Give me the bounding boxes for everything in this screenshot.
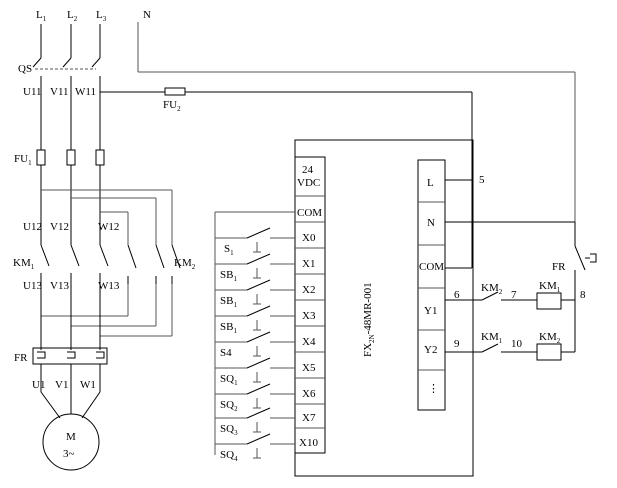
contactor-km1-contacts: KM1: [13, 244, 109, 350]
control-fuse-fu2: FU2: [100, 87, 473, 180]
input-device-sq2: SQ2: [220, 399, 238, 413]
plc-output-l: L: [427, 177, 434, 189]
km2-coil-label: KM2: [539, 331, 561, 345]
plc-supply-24: 24: [302, 164, 314, 176]
terminal-v1: V1: [55, 379, 68, 391]
terminal-w11: W11: [75, 86, 96, 98]
power-circuit: QS U11 V11 W11 FU2 FU1: [13, 22, 576, 471]
km1-coil-label: KM1: [539, 280, 561, 294]
motor: M 3~: [40, 391, 101, 471]
plc-output-more: ⋮: [428, 383, 439, 395]
terminal-u12: U12: [23, 221, 42, 233]
plc-output-com: COM: [419, 261, 444, 273]
plc-input-x3: X3: [302, 310, 316, 322]
thermal-overload-fr: FR: [14, 347, 108, 365]
phase-l2-label: L2: [67, 9, 78, 23]
contactor-km2-contacts: KM2: [127, 244, 196, 284]
plc-output-y1: Y1: [424, 305, 437, 317]
neutral-label: N: [143, 9, 151, 21]
plc-input-x0: X0: [302, 232, 316, 244]
fr-label: FR: [14, 352, 28, 364]
km1-interlock-label: KM1: [481, 331, 503, 345]
plc-input-x7: X7: [302, 412, 316, 424]
plc-input-x2: X2: [302, 284, 315, 296]
plc-input-x5: X5: [302, 362, 316, 374]
phase-l1-label: L1: [36, 9, 47, 23]
fr-contact-label: FR: [552, 261, 566, 273]
km1-label: KM1: [13, 257, 35, 271]
terminal-v13: V13: [50, 280, 69, 292]
plc-input-com: COM: [297, 207, 322, 219]
fu1-label: FU1: [14, 153, 32, 167]
terminal-u1: U1: [32, 379, 45, 391]
terminal-w1: W1: [80, 379, 96, 391]
fu2-label: FU2: [163, 99, 181, 113]
node-10: 10: [511, 338, 523, 350]
motor-name: M: [66, 431, 76, 443]
terminal-u11: U11: [23, 86, 42, 98]
input-device-sb1-b: SB1: [220, 295, 237, 309]
input-device-sb1-c: SB1: [220, 321, 237, 335]
input-device-sq1: SQ1: [220, 373, 238, 387]
terminal-u13: U13: [23, 280, 42, 292]
phase-l3-label: L3: [96, 9, 107, 23]
fr-overload-contact: FR: [552, 245, 597, 352]
breaker-qs: QS U11 V11 W11: [18, 57, 101, 150]
plc-input-x6: X6: [302, 388, 316, 400]
input-devices: S1 SB1 SB1 SB1 S4 SQ1 SQ2 SQ3 SQ4: [214, 211, 295, 463]
plc-output-n: N: [427, 217, 435, 229]
km2-interlock-label: KM2: [481, 282, 503, 296]
input-device-sq4: SQ4: [220, 449, 238, 463]
plc-unit: 24 VDC COM X0 X1 X2 X3 X4 X5 X6 X7 X10 F…: [294, 139, 474, 477]
node-5: 5: [479, 174, 485, 186]
plc-model-label: FX2N-48MR-001: [362, 282, 376, 357]
terminal-v11: V11: [50, 86, 69, 98]
input-device-s4: S4: [220, 347, 232, 359]
plc-input-x10: X10: [299, 437, 318, 449]
reversing-wiring: [41, 189, 173, 337]
input-device-sq3: SQ3: [220, 423, 238, 437]
terminal-v12: V12: [50, 221, 69, 233]
breaker-label: QS: [18, 63, 32, 75]
km2-label: KM2: [174, 257, 196, 271]
input-device-s1: S1: [224, 243, 234, 257]
plc-output-y2: Y2: [424, 344, 437, 356]
input-device-sb1-a: SB1: [220, 269, 237, 283]
node-9: 9: [454, 338, 460, 350]
node-6: 6: [454, 289, 460, 301]
plc-input-x4: X4: [302, 336, 316, 348]
motor-type: 3~: [63, 448, 75, 460]
node-8: 8: [580, 289, 586, 301]
main-fuses-fu1: FU1: [14, 149, 105, 167]
output-circuit: 5 FR 8 6 7 KM2 KM1 9 10 KM1 KM2: [445, 174, 597, 361]
terminal-w12: W12: [98, 221, 119, 233]
node-7: 7: [511, 289, 517, 301]
plc-input-x1: X1: [302, 258, 315, 270]
plc-supply-vdc: VDC: [297, 177, 320, 189]
supply-labels: L1 L2 L3 N: [36, 9, 151, 23]
terminal-w13: W13: [98, 280, 120, 292]
